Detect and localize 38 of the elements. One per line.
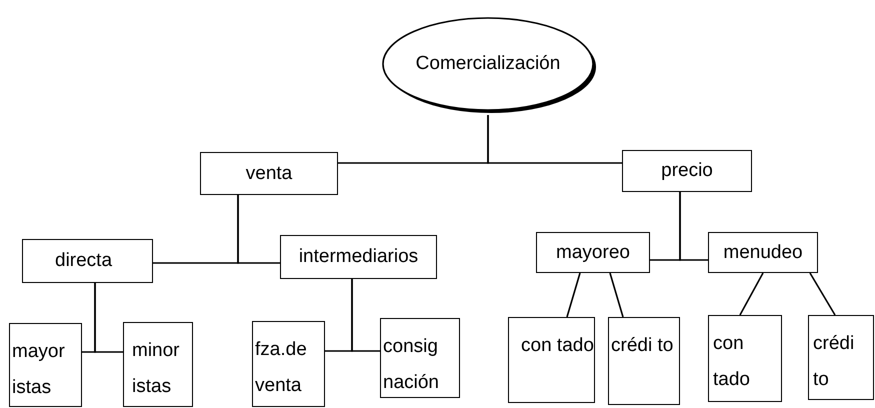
node-label: mayoreo — [556, 240, 630, 264]
text-box — [380, 318, 460, 398]
text-box — [252, 321, 325, 407]
text-box — [200, 152, 338, 195]
node-label: intermediarios — [298, 245, 418, 269]
node-label: minor istas — [132, 339, 181, 399]
connector-line — [566, 272, 581, 318]
connector-line — [679, 192, 708, 261]
text-box — [22, 239, 153, 283]
connector-line — [351, 279, 380, 352]
connector-line — [94, 283, 123, 353]
connector-line — [809, 272, 836, 316]
node-label: con tado — [521, 334, 594, 358]
connector-line — [237, 195, 280, 264]
connector-line — [739, 272, 764, 316]
text-box — [622, 150, 752, 192]
connector-line — [609, 272, 624, 318]
text-box — [508, 317, 595, 403]
text-box — [708, 315, 782, 402]
node-label: precio — [661, 159, 713, 183]
node-label: crédi to — [611, 334, 674, 358]
node-label: fza.de venta — [255, 338, 308, 398]
node-label: Comercialización — [416, 52, 560, 76]
text-box — [9, 323, 82, 407]
node-label: consig nación — [383, 335, 440, 395]
node-label: menudeo — [723, 240, 803, 264]
node-label: venta — [246, 162, 292, 186]
text-box — [608, 317, 680, 405]
text-box — [280, 235, 437, 279]
node-label: crédi to — [813, 332, 856, 392]
node-label: mayor istas — [12, 340, 66, 400]
text-box — [123, 322, 193, 407]
node-label: directa — [55, 249, 112, 273]
text-box — [808, 315, 874, 400]
connector-line — [487, 115, 622, 164]
text-box — [536, 232, 650, 273]
text-box — [708, 232, 818, 273]
node-label: con tado — [713, 332, 751, 392]
